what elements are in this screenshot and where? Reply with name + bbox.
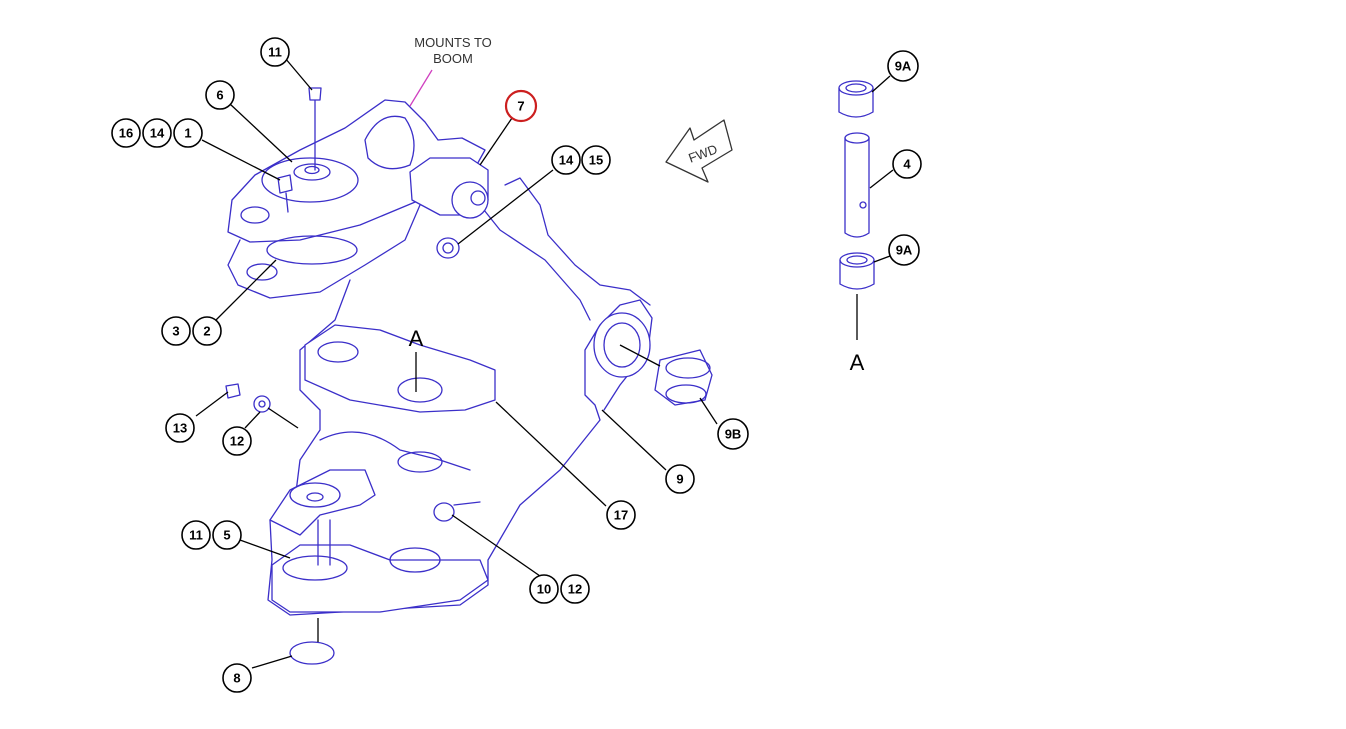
callout-6[interactable]: 6 bbox=[205, 80, 235, 110]
callout-9a-top[interactable]: 9A bbox=[887, 50, 919, 82]
svg-text:12: 12 bbox=[230, 434, 244, 449]
callout-12-right[interactable]: 12 bbox=[560, 574, 590, 604]
callout-2[interactable]: 2 bbox=[192, 316, 222, 346]
callout-16[interactable]: 16 bbox=[111, 118, 141, 148]
svg-text:11: 11 bbox=[268, 45, 282, 60]
svg-text:5: 5 bbox=[223, 528, 230, 543]
svg-text:16: 16 bbox=[119, 126, 133, 141]
svg-text:7: 7 bbox=[517, 99, 524, 114]
section-label-a-main: A bbox=[409, 326, 424, 351]
callout-14-right[interactable]: 14 bbox=[551, 145, 581, 175]
svg-text:14: 14 bbox=[150, 126, 165, 141]
callout-7-highlighted[interactable]: 7 bbox=[504, 89, 538, 123]
pin-assembly-detail: A bbox=[838, 80, 875, 375]
callout-3[interactable]: 3 bbox=[161, 316, 191, 346]
note-line-1: MOUNTS TO bbox=[414, 35, 492, 50]
svg-text:11: 11 bbox=[189, 528, 203, 543]
svg-text:3: 3 bbox=[172, 324, 179, 339]
callout-4[interactable]: 4 bbox=[892, 149, 922, 179]
svg-text:9A: 9A bbox=[895, 59, 912, 74]
callout-10[interactable]: 10 bbox=[529, 574, 559, 604]
svg-text:9A: 9A bbox=[896, 243, 913, 258]
svg-text:9B: 9B bbox=[725, 427, 742, 442]
callout-8[interactable]: 8 bbox=[222, 663, 252, 693]
callout-13[interactable]: 13 bbox=[165, 413, 195, 443]
section-label-a-detail: A bbox=[850, 350, 865, 375]
forward-direction-arrow-icon: FWD bbox=[665, 119, 733, 183]
svg-text:12: 12 bbox=[568, 582, 582, 597]
callout-14-left[interactable]: 14 bbox=[142, 118, 172, 148]
svg-text:8: 8 bbox=[233, 671, 240, 686]
svg-text:1: 1 bbox=[184, 126, 191, 141]
callout-15[interactable]: 15 bbox=[581, 145, 611, 175]
callout-11-bottom[interactable]: 11 bbox=[181, 520, 211, 550]
leader-lines bbox=[195, 57, 894, 669]
callout-5[interactable]: 5 bbox=[212, 520, 242, 550]
swing-frame-assembly bbox=[225, 87, 713, 665]
svg-text:9: 9 bbox=[676, 472, 683, 487]
callout-9a-bottom[interactable]: 9A bbox=[888, 234, 920, 266]
callout-11-top[interactable]: 11 bbox=[260, 37, 290, 67]
svg-text:10: 10 bbox=[537, 582, 551, 597]
note-line-2: BOOM bbox=[433, 51, 473, 66]
mounts-to-boom-note: MOUNTS TO BOOM bbox=[409, 35, 492, 107]
callout-17[interactable]: 17 bbox=[606, 500, 636, 530]
callout-12-left[interactable]: 12 bbox=[222, 426, 252, 456]
callout-9[interactable]: 9 bbox=[665, 464, 695, 494]
svg-text:2: 2 bbox=[203, 324, 210, 339]
callout-1[interactable]: 1 bbox=[173, 118, 203, 148]
svg-text:6: 6 bbox=[216, 88, 223, 103]
svg-text:4: 4 bbox=[903, 157, 911, 172]
svg-text:17: 17 bbox=[614, 508, 628, 523]
svg-text:15: 15 bbox=[589, 153, 603, 168]
callout-9b[interactable]: 9B bbox=[717, 418, 749, 450]
svg-text:14: 14 bbox=[559, 153, 574, 168]
svg-text:13: 13 bbox=[173, 421, 187, 436]
